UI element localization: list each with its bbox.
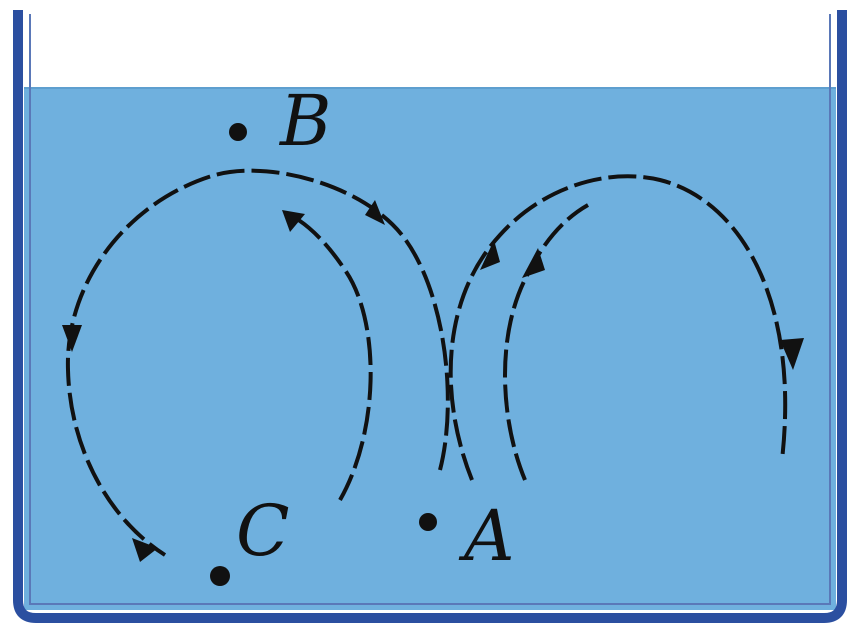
right-outer-flow-line bbox=[448, 174, 788, 481]
arrow-right-inner-icon bbox=[522, 248, 545, 278]
right-inner-flow-line bbox=[503, 203, 589, 481]
point-c-dot bbox=[210, 566, 230, 586]
arrow-bottom-left-icon bbox=[132, 538, 158, 562]
arrow-right-rising-icon bbox=[480, 240, 500, 270]
arrow-left-rising-icon bbox=[365, 200, 385, 225]
point-b-dot bbox=[229, 123, 247, 141]
arrow-left-inner-icon bbox=[282, 210, 305, 232]
left-inner-flow-line bbox=[287, 212, 373, 501]
arrow-left-descending-icon bbox=[62, 325, 82, 352]
point-a-dot bbox=[419, 513, 437, 531]
left-outer-flow-line bbox=[65, 168, 450, 557]
point-c-label: C bbox=[236, 490, 290, 572]
arrow-right-descending-icon bbox=[780, 338, 804, 370]
point-a-label: A bbox=[458, 495, 515, 577]
container-outline bbox=[13, 10, 847, 623]
water-body bbox=[24, 88, 836, 610]
container-inner-edge bbox=[29, 14, 831, 605]
point-b-label: B bbox=[278, 80, 331, 162]
